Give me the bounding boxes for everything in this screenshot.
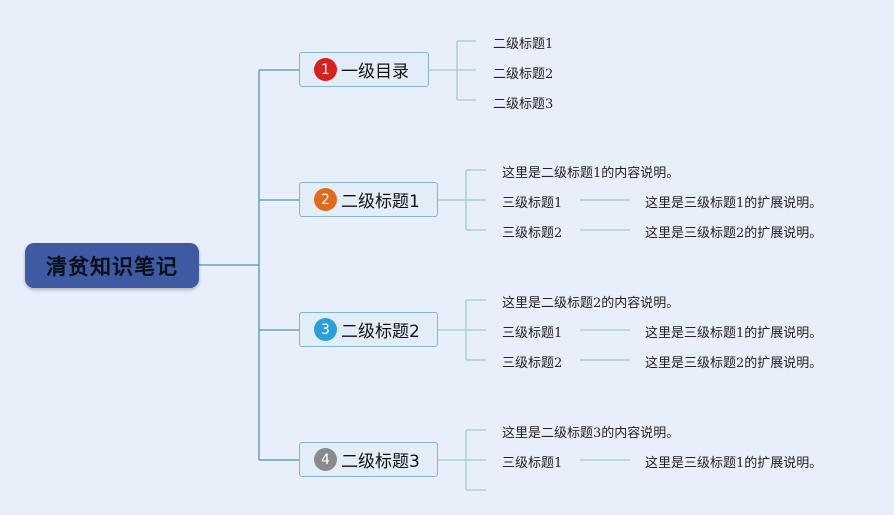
- branch-2-children-connector: [437, 169, 486, 231]
- branch-3-child-1-detail[interactable]: 这里是三级标题1的扩展说明。: [645, 326, 823, 341]
- branch-3-child-2-detail[interactable]: 这里是三级标题2的扩展说明。: [645, 356, 823, 371]
- branch-2-child-2[interactable]: 三级标题2: [502, 226, 563, 241]
- branch-2-child-1[interactable]: 三级标题1: [502, 196, 563, 211]
- branch-node-4[interactable]: 4 二级标题3: [299, 442, 438, 477]
- branch-3-title: 二级标题2: [341, 322, 420, 342]
- branch-3-child-1[interactable]: 三级标题1: [502, 326, 563, 341]
- branch-4-children-connector: [437, 429, 486, 491]
- branch-1-children-connector: [428, 40, 476, 101]
- branch-node-1[interactable]: 1 一级目录: [299, 52, 429, 87]
- branch-1-child-3[interactable]: 二级标题3: [493, 97, 554, 112]
- branch-3-child-2[interactable]: 三级标题2: [502, 356, 563, 371]
- branch-3-description[interactable]: 这里是二级标题2的内容说明。: [502, 296, 680, 311]
- branch-2-title: 二级标题1: [341, 192, 420, 212]
- branch-2-child-2-detail[interactable]: 这里是三级标题2的扩展说明。: [645, 226, 823, 241]
- root-node[interactable]: 清贫知识笔记: [25, 243, 199, 288]
- branch-4-child-1-detail[interactable]: 这里是三级标题1的扩展说明。: [645, 456, 823, 471]
- root-label: 清贫知识笔记: [46, 254, 178, 279]
- branch-3-detail-connectors: [580, 329, 630, 361]
- branch-2-child-1-detail[interactable]: 这里是三级标题1的扩展说明。: [645, 196, 823, 211]
- branch-node-3[interactable]: 3 二级标题2: [299, 312, 438, 347]
- branch-4-title: 二级标题3: [341, 452, 420, 472]
- branch-1-child-2[interactable]: 二级标题2: [493, 67, 554, 82]
- branch-2-detail-connectors: [580, 199, 630, 231]
- branch-4-description[interactable]: 这里是二级标题3的内容说明。: [502, 426, 680, 441]
- branch-3-children-connector: [437, 299, 486, 361]
- number-2-icon: 2: [314, 188, 337, 211]
- number-3-icon: 3: [314, 318, 337, 341]
- branch-node-2[interactable]: 2 二级标题1: [299, 182, 438, 217]
- number-1-icon: 1: [314, 58, 337, 81]
- branch-2-description[interactable]: 这里是二级标题1的内容说明。: [502, 166, 680, 181]
- branch-1-child-1[interactable]: 二级标题1: [493, 37, 554, 52]
- branch-4-child-1[interactable]: 三级标题1: [502, 456, 563, 471]
- branch-1-title: 一级目录: [341, 62, 409, 82]
- number-4-icon: 4: [314, 448, 337, 471]
